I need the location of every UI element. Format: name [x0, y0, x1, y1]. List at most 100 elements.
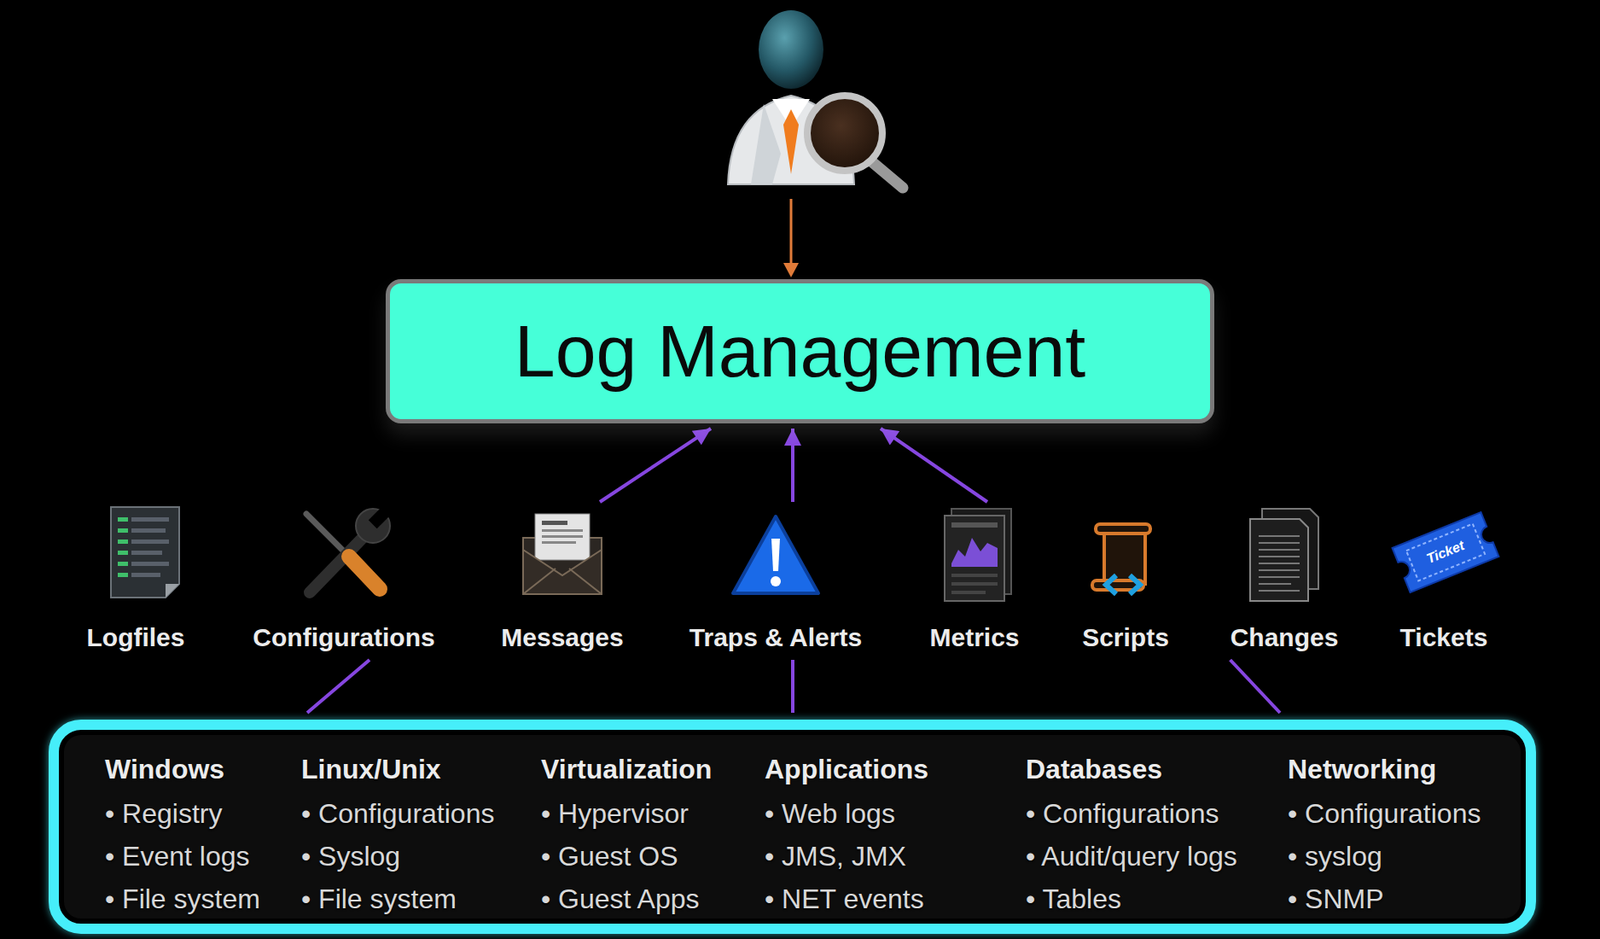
connectors: [307, 428, 1280, 713]
envelope-icon-part: [541, 529, 583, 532]
script-icon: [1092, 523, 1151, 594]
logfile-icon-part: [117, 561, 128, 566]
logfile-icon-part: [117, 572, 128, 577]
platform-panel: Windows• Registry• Event logs• File syst…: [48, 719, 1536, 934]
logfile-icon-part: [131, 572, 161, 577]
list-item: • Event logs: [104, 840, 302, 884]
list-item: • Configurations: [1287, 797, 1526, 841]
log-management-box: Log Management: [385, 279, 1215, 424]
documents-icon-part-part: [1258, 576, 1300, 578]
column-heading: Applications: [764, 753, 1026, 798]
logfile-icon-part: [110, 506, 180, 598]
source-label: Metrics: [919, 622, 1030, 653]
envelope-icon-part: [541, 541, 576, 544]
source-label: Scripts: [1070, 622, 1181, 653]
documents-icon-part: [1258, 535, 1300, 591]
column-heading: Windows: [104, 753, 302, 798]
connector-line: [307, 659, 370, 713]
list-item: • NET events: [764, 883, 1026, 915]
source-item: Tickets: [1389, 506, 1499, 653]
source-item: Scripts: [1070, 506, 1181, 653]
connector-line: [791, 659, 795, 713]
metrics-icon-part: [951, 581, 998, 586]
documents-icon-part-part: [1258, 569, 1300, 571]
source-item: Configurations: [249, 506, 438, 653]
analyst-figure-part: [750, 104, 781, 185]
documents-icon-part-part: [1258, 535, 1300, 537]
documents-icon-part-part: [1258, 582, 1292, 585]
connector-line: [1230, 659, 1280, 713]
source-label: Traps & Alerts: [686, 622, 866, 653]
list-item: • JMS, JMX: [764, 840, 1026, 884]
source-label: Changes: [1227, 622, 1343, 653]
tools-icon-part: [349, 556, 380, 589]
source-label: Messages: [497, 622, 627, 653]
logfile-icon-part: [131, 528, 166, 533]
list-item: • File system: [104, 883, 302, 915]
ticket-icon-part: [1406, 523, 1485, 582]
column-heading: Databases: [1025, 753, 1288, 798]
list-item: • Configurations: [301, 797, 542, 841]
source-item: Logfiles: [81, 506, 191, 653]
documents-icon: [1250, 508, 1319, 601]
logfile-icon-part: [117, 539, 128, 544]
documents-icon-part-part: [1258, 589, 1300, 592]
source-label: Logfiles: [81, 622, 191, 653]
source-item: Messages: [497, 506, 627, 653]
list-item: • Guest OS: [541, 840, 765, 884]
flow-arrow: [791, 428, 795, 502]
logfile-icon-part: [165, 583, 180, 598]
analyst-figure-part: [807, 95, 883, 171]
envelope-icon-part: [535, 513, 590, 560]
list-item: • Tables: [1025, 883, 1288, 915]
metrics-icon-part: [951, 537, 998, 567]
alert-icon-part: [733, 516, 819, 594]
envelope-icon-part: [541, 535, 583, 538]
list-item: • Audit/query logs: [1025, 840, 1288, 884]
alert-icon: [733, 516, 819, 594]
ticket-text: Ticket: [1425, 538, 1467, 566]
envelope-icon-part: [541, 520, 568, 525]
tools-icon: [306, 502, 395, 593]
documents-icon-part-part: [1258, 555, 1300, 558]
ticket-icon-part: [1392, 512, 1500, 593]
ticket-icon: [1392, 512, 1500, 593]
box-title: Log Management: [514, 310, 1086, 392]
documents-icon-part: [1250, 518, 1309, 601]
script-icon-part: [1105, 575, 1117, 594]
list-item: • SNMP: [1287, 883, 1526, 915]
logfile-icon-part: [131, 539, 169, 544]
metrics-icon-part: [951, 573, 998, 577]
analyst-figure-part: [783, 109, 799, 175]
list-item: • Web logs: [764, 797, 1026, 841]
analyst-figure: [727, 10, 903, 188]
metrics-icon-part: [951, 522, 998, 528]
logfile-icon: [110, 506, 180, 598]
list-item: • Registry: [104, 797, 302, 841]
documents-icon-part-part: [1258, 548, 1300, 551]
logfile-icon-part: [117, 550, 128, 555]
alert-icon-part: [771, 538, 780, 571]
envelope-icon-part: [523, 568, 602, 594]
metrics-icon-part: [951, 590, 986, 594]
source-label: Tickets: [1389, 622, 1499, 653]
source-label: Configurations: [249, 622, 438, 653]
script-icon-part: [1095, 523, 1151, 534]
logfile-icon-part: [131, 561, 169, 566]
flow-arrow: [880, 428, 988, 502]
logfile-icon-part: [131, 517, 169, 522]
list-item: • Hypervisor: [541, 797, 765, 841]
column-heading: Linux/Unix: [301, 753, 542, 798]
list-item: • Configurations: [1025, 797, 1288, 841]
logfile-icon-part: [117, 528, 128, 533]
flow-arrow: [599, 428, 711, 502]
metrics-icon-part: [944, 515, 1005, 601]
tools-icon-part: [368, 502, 395, 529]
user-arrow-part: [790, 198, 793, 267]
list-item: • Guest Apps: [541, 883, 765, 915]
user-arrow-part: [783, 262, 799, 278]
analyst-figure-part: [870, 160, 903, 188]
envelope-icon: [523, 513, 602, 594]
